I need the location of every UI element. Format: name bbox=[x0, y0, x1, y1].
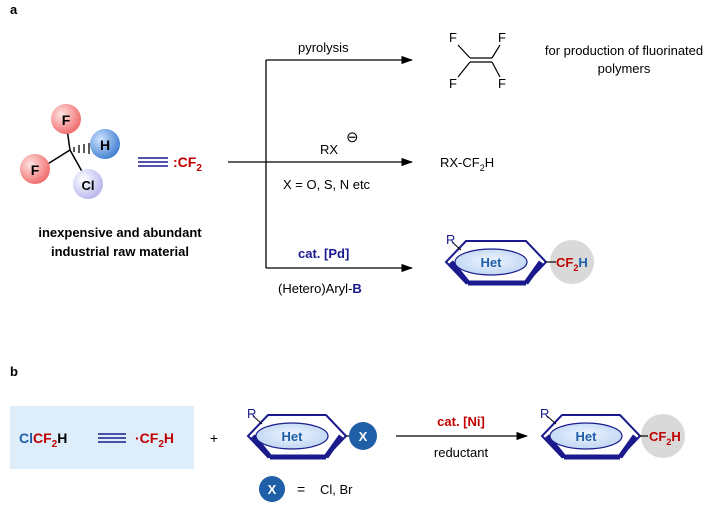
equivalence-symbol-b bbox=[98, 433, 126, 443]
chlorine-atom bbox=[73, 169, 103, 199]
legend-x-circle bbox=[259, 476, 285, 502]
pyrolysis-label: pyrolysis bbox=[298, 40, 349, 55]
equivalence-symbol bbox=[138, 157, 168, 167]
x-label-substrate: X bbox=[359, 429, 368, 444]
plus-sign: + bbox=[210, 430, 218, 446]
rx-label: RX bbox=[320, 142, 338, 157]
clcf2h-reagent: ClCF2H bbox=[19, 430, 67, 450]
fluorine-atom-top bbox=[51, 104, 81, 134]
het-ring-label-substrate: Het bbox=[282, 429, 304, 444]
panel-a-label: a bbox=[10, 2, 18, 17]
tfe-f-3: F bbox=[498, 30, 506, 45]
negative-charge-icon: ⊖ bbox=[346, 129, 359, 146]
r-group-a: R bbox=[446, 232, 455, 247]
hydrogen-atom bbox=[90, 129, 120, 159]
branch-lines bbox=[228, 60, 267, 268]
het-ring-label-b: Het bbox=[576, 429, 598, 444]
atom-h: H bbox=[100, 137, 110, 153]
aryl-boron-reagent: (Hetero)Aryl-B bbox=[278, 281, 362, 296]
caption-line-2: industrial raw material bbox=[51, 244, 189, 259]
cf2h-highlight-circle-b bbox=[641, 414, 685, 458]
atom-f-left: F bbox=[31, 162, 40, 178]
r-group-substrate: R bbox=[247, 406, 256, 421]
rx-cf2h-product: RX-CF2H bbox=[440, 155, 494, 173]
heteroatom-condition: X = O, S, N etc bbox=[283, 177, 371, 192]
tfe-note-line-1: for production of fluorinated bbox=[545, 43, 703, 58]
difluorocarbene-label: :CF2 bbox=[173, 154, 202, 174]
het-aryl-cf2h-product-a: R Het CF2H bbox=[444, 232, 594, 286]
tfe-note-line-2: polymers bbox=[598, 61, 651, 76]
legend-x-label: X bbox=[268, 482, 277, 497]
reductant-label: reductant bbox=[434, 445, 489, 460]
het-aryl-cf2h-product-b: R Het CF2H bbox=[540, 406, 685, 460]
cf2h-group-a: CF2H bbox=[556, 255, 588, 273]
ni-catalyst-label: cat. [Ni] bbox=[437, 414, 485, 429]
caption-line-1: inexpensive and abundant bbox=[38, 225, 202, 240]
atom-f-top: F bbox=[62, 112, 71, 128]
legend-halogens: Cl, Br bbox=[320, 482, 353, 497]
cf2h-radical: ·CF2H bbox=[135, 430, 174, 450]
halogen-x-circle bbox=[349, 422, 377, 450]
fluorine-atom-left bbox=[20, 154, 50, 184]
r-group-b: R bbox=[540, 406, 549, 421]
tfe-f-4: F bbox=[498, 76, 506, 91]
chf2cl-molecule: F H F Cl bbox=[20, 104, 120, 199]
pd-catalyst-label: cat. [Pd] bbox=[298, 246, 349, 261]
cf2h-highlight-circle bbox=[550, 240, 594, 284]
tfe-f-1: F bbox=[449, 30, 457, 45]
atom-cl: Cl bbox=[82, 178, 95, 193]
het-ring-label-a: Het bbox=[481, 255, 503, 270]
panel-b-label: b bbox=[10, 364, 18, 379]
het-aryl-halide-substrate: R Het X bbox=[246, 406, 377, 460]
cf2h-group-b: CF2H bbox=[649, 429, 681, 447]
tfe-f-2: F bbox=[449, 76, 457, 91]
tetrafluoroethylene: F F F F bbox=[449, 30, 506, 91]
legend-equals: = bbox=[297, 481, 305, 497]
